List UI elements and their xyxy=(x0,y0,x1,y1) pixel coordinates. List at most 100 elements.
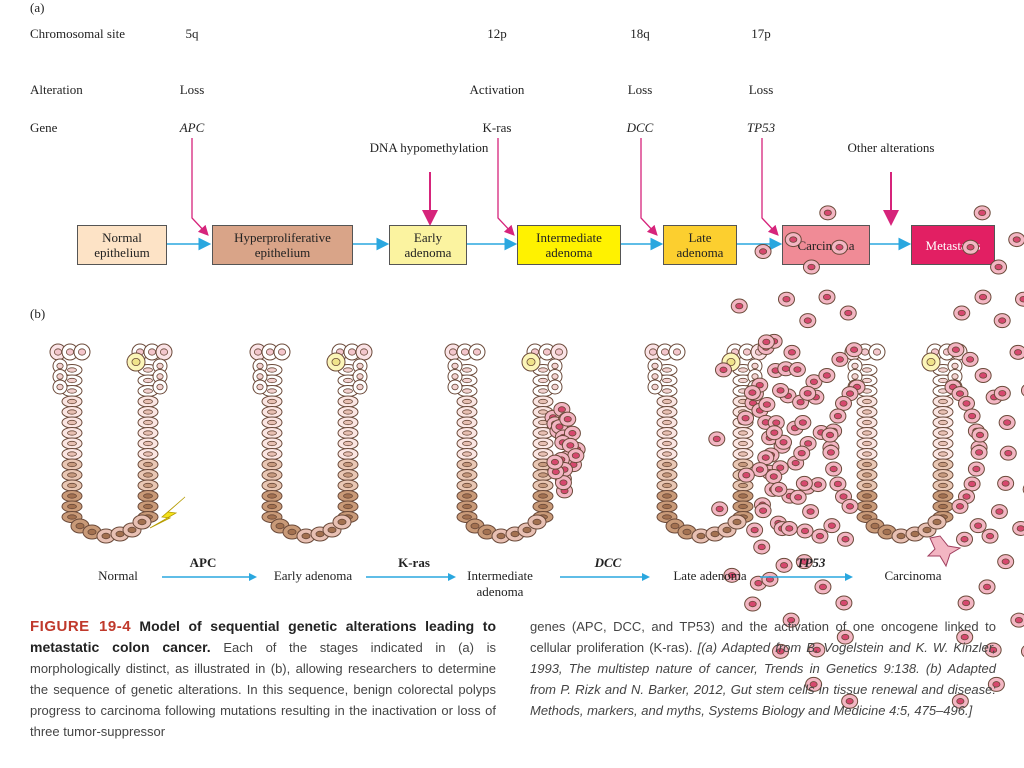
wall-cell-left xyxy=(456,479,478,492)
row-label-site: Chromosomal site xyxy=(30,26,125,41)
tumor-cell xyxy=(770,481,788,497)
tumor-cell xyxy=(714,362,732,378)
tumor-cell xyxy=(971,427,989,443)
tumor-cell xyxy=(947,342,965,358)
tumor-cell xyxy=(997,475,1015,491)
tumor-cell xyxy=(1008,232,1024,248)
tumor-cell xyxy=(802,259,820,275)
metastatic-cell xyxy=(926,535,962,568)
wall-cell-right xyxy=(547,379,563,395)
wall-cell-left xyxy=(856,469,878,481)
wall-cell-left xyxy=(456,511,478,523)
gene-kras: K-ras xyxy=(482,120,512,135)
wall-cell-left xyxy=(261,437,283,450)
bottom-cell xyxy=(891,528,911,544)
tumor-cell xyxy=(993,385,1011,401)
tumor-cell xyxy=(737,410,755,426)
tumor-cell xyxy=(963,408,981,424)
tumor-cell xyxy=(999,445,1017,461)
tumor-cell xyxy=(811,528,829,544)
caption-text-left: Each of the stages indicated in (a) is m… xyxy=(30,640,496,739)
caption-source-b: (b) Adapted from P. Rizk and N. Barker, … xyxy=(530,661,996,718)
tumor-cell xyxy=(753,539,771,555)
wall-cell-right xyxy=(137,437,159,450)
caption-source-a: [(a) Adapted from B. Vogelstein and K. W… xyxy=(530,640,996,676)
tumor-cell xyxy=(765,469,783,485)
yellow-cell xyxy=(921,352,941,372)
bottom-cell xyxy=(132,514,152,530)
bottom-cell xyxy=(677,524,697,540)
tumor-cell xyxy=(796,523,814,539)
tumor-cell xyxy=(961,351,979,367)
wall-cell-right xyxy=(137,416,159,429)
yellow-cell xyxy=(521,352,541,372)
tumor-cell xyxy=(990,504,1008,520)
bottom-cell xyxy=(527,514,547,530)
tumor-cell xyxy=(805,374,823,390)
wall-cell-left xyxy=(61,416,83,429)
tumor-cell xyxy=(744,596,762,612)
tumor-cell xyxy=(743,385,761,401)
wall-cell-left xyxy=(647,358,663,374)
wall-cell-left xyxy=(656,448,678,460)
wall-cell-left xyxy=(856,437,878,450)
cap-cell xyxy=(468,343,486,361)
wall-cell-right xyxy=(137,490,159,502)
cap-cell xyxy=(668,343,686,361)
b-stage-late-adenoma: Late adenoma xyxy=(673,568,747,583)
wall-cell-right xyxy=(732,479,754,492)
cap-cell xyxy=(456,343,474,361)
yellow-cell xyxy=(326,352,346,372)
tumor-cell xyxy=(951,693,969,709)
wall-cell-right xyxy=(337,479,359,492)
b-stage-carcinoma: Carcinoma xyxy=(884,568,942,583)
tumor-cell xyxy=(746,522,764,538)
caption-left: FIGURE 19-4 Model of sequential genetic … xyxy=(30,616,496,742)
tumor-cell xyxy=(818,289,836,305)
tumor-cell xyxy=(974,289,992,305)
wall-cell-right xyxy=(532,479,554,492)
wall-cell-left xyxy=(856,416,878,429)
tumor-cell xyxy=(984,642,1002,658)
wall-cell-left xyxy=(61,448,83,460)
panel-a-label: (a) xyxy=(30,0,45,15)
wall-cell-right xyxy=(532,395,554,408)
tumor-cell xyxy=(789,489,807,505)
tumor-cell xyxy=(783,344,801,360)
tumor-cell xyxy=(978,579,996,595)
tumor-cell xyxy=(973,205,991,221)
wall-cell-left xyxy=(456,448,478,460)
tumor-cell xyxy=(956,531,974,547)
alteration-loss-18q: Loss xyxy=(627,82,653,97)
tumor-cell xyxy=(1012,520,1024,536)
wall-cell-left xyxy=(656,416,678,429)
wall-cell-right xyxy=(137,448,159,460)
tumor-cell xyxy=(993,313,1011,329)
b-stage-early-adenoma: Early adenoma xyxy=(273,568,353,583)
wall-cell-right xyxy=(137,427,159,439)
gene-apc: APC xyxy=(179,120,205,135)
wall-cell-left xyxy=(656,469,678,481)
wall-cell-right xyxy=(337,500,359,513)
tumor-cell xyxy=(772,382,790,398)
wall-cell-left xyxy=(261,490,283,502)
wall-cell-right xyxy=(932,469,954,481)
cap-cell xyxy=(656,343,674,361)
tumor-cell xyxy=(761,571,779,587)
cap-cell xyxy=(261,343,279,361)
wall-cell-right xyxy=(137,500,159,513)
wall-cell-left xyxy=(261,500,283,513)
tumor-cell xyxy=(974,367,992,383)
wall-cell-right xyxy=(747,358,763,374)
alteration-loss-17p: Loss xyxy=(748,82,774,97)
tumor-cell xyxy=(958,395,975,411)
site-12p: 12p xyxy=(487,26,507,41)
wall-cell-left xyxy=(61,406,83,418)
tumor-cell xyxy=(962,239,980,255)
bottom-cell xyxy=(477,524,497,540)
tumor-cell xyxy=(799,313,817,329)
arrow-kras xyxy=(497,138,515,236)
cap-cell xyxy=(355,343,373,361)
tumor-cell xyxy=(1009,344,1024,360)
